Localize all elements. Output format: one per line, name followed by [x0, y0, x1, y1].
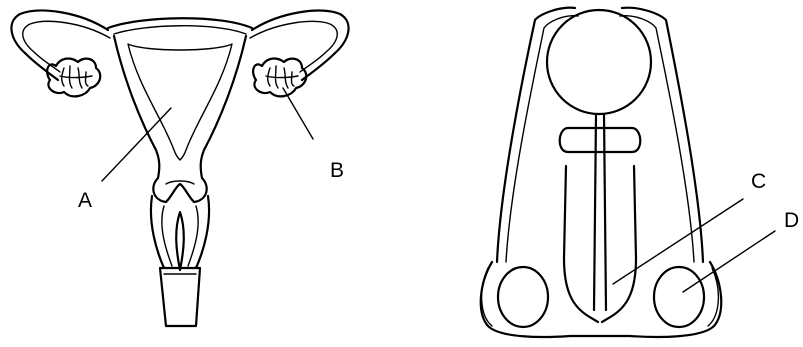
- vaginal-canal: [176, 212, 184, 270]
- uterus-body: [114, 36, 246, 178]
- label-d-leader: [683, 231, 775, 292]
- male-reproductive-diagram: C D: [481, 8, 799, 337]
- bladder: [547, 10, 651, 114]
- penis-right-wall: [602, 166, 636, 322]
- label-a: A: [78, 189, 92, 212]
- left-fallopian-tube: [11, 11, 108, 80]
- uterus-fundus-inner: [114, 26, 246, 34]
- label-b: B: [330, 159, 344, 182]
- label-c-leader: [613, 199, 743, 284]
- label-a-leader: [102, 108, 171, 181]
- body-outline-right-inner: [620, 16, 694, 262]
- right-testis: [654, 267, 704, 327]
- uterine-cavity: [128, 44, 232, 160]
- label-c: C: [751, 170, 766, 193]
- right-ovary: [253, 59, 306, 97]
- urethra: [594, 114, 606, 310]
- right-fallopian-tube: [252, 11, 349, 80]
- penis-left-wall: [564, 166, 598, 322]
- scrotum-inner: [482, 268, 719, 326]
- uterus-fundus: [108, 18, 252, 28]
- prostate: [560, 128, 641, 152]
- label-d: D: [784, 209, 799, 232]
- female-reproductive-diagram: A B: [11, 11, 348, 326]
- vaginal-opening: [160, 268, 200, 326]
- label-b-leader: [283, 88, 313, 139]
- body-outline-left-inner: [506, 16, 578, 262]
- left-fallopian-tube-inner: [23, 21, 110, 72]
- left-testis: [498, 267, 548, 327]
